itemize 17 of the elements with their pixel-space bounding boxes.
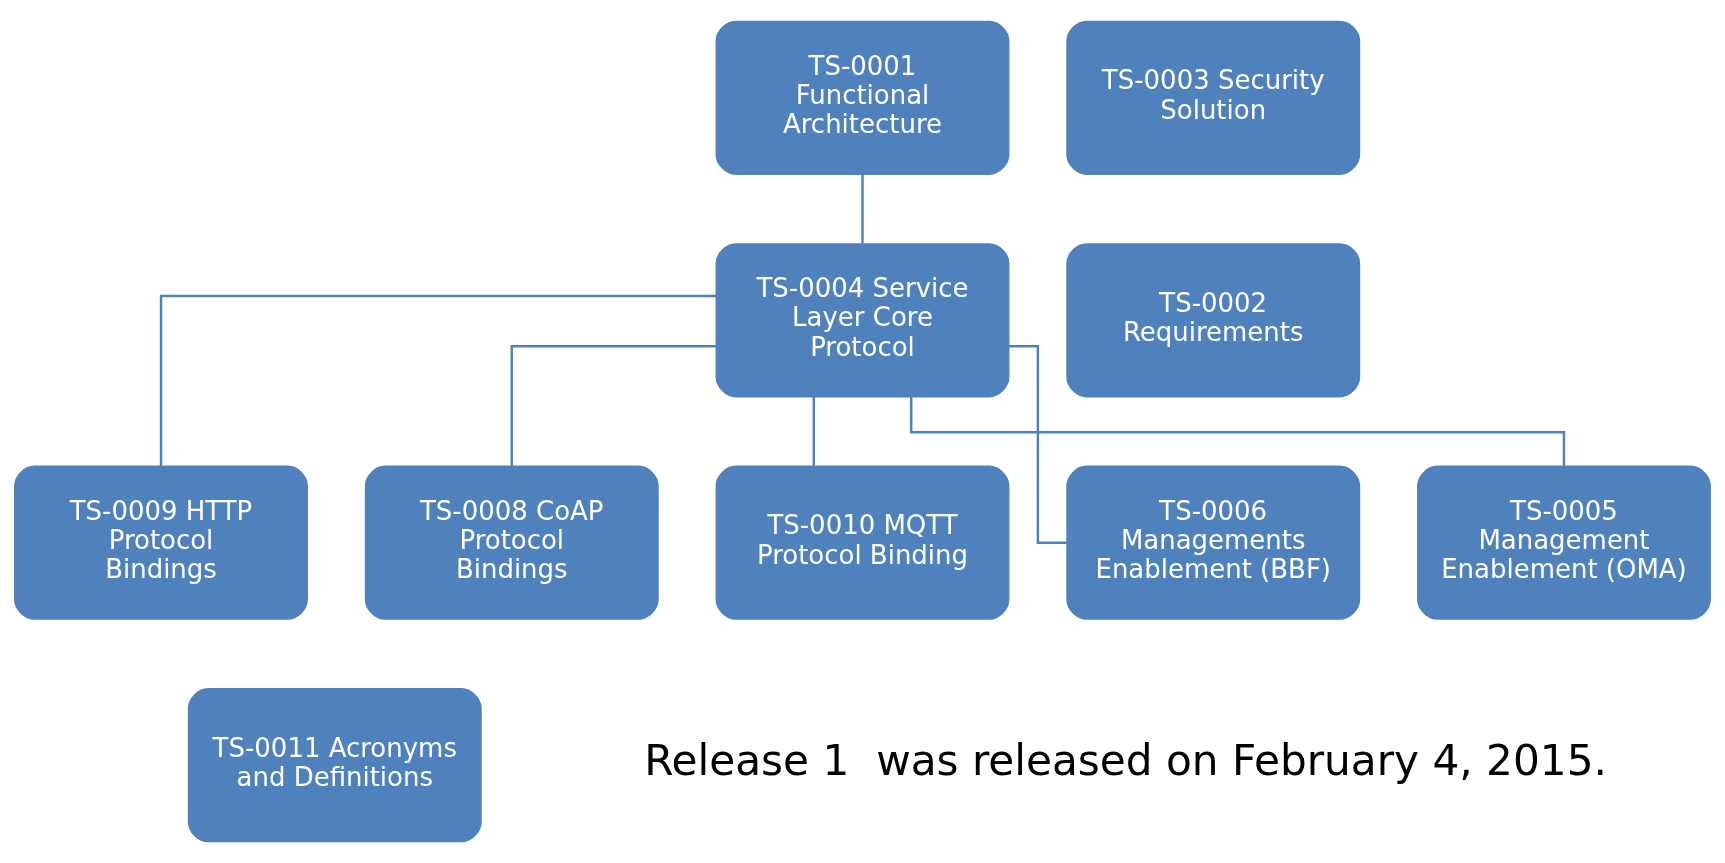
connector (510, 345, 717, 467)
node-box: TS-0011 Acronyms and Definitions (187, 688, 482, 843)
node-box: TS-0008 CoAP Protocol Bindings (364, 465, 659, 620)
node-box: TS-0003 Security Solution (1066, 20, 1361, 175)
node-box: TS-0005 Management Enablement (OMA) (1417, 465, 1711, 620)
node-box: TS-0001 Functional Architecture (715, 20, 1010, 175)
connector (812, 396, 815, 467)
label: Release 1 was released on February 4, 2015. (644, 736, 1607, 786)
node-box: TS-0002 Requirements (1066, 243, 1361, 398)
node-box: TS-0010 MQTT Protocol Binding (715, 465, 1010, 620)
node-box: TS-0006 Managements Enablement (BBF) (1066, 465, 1361, 620)
connector (1008, 345, 1067, 544)
node-box: TS-0004 Service Layer Core Protocol (715, 243, 1010, 398)
connector (159, 294, 717, 466)
connector (861, 174, 864, 244)
connector (910, 396, 1566, 467)
node-box: TS-0009 HTTP Protocol Bindings (14, 465, 308, 620)
